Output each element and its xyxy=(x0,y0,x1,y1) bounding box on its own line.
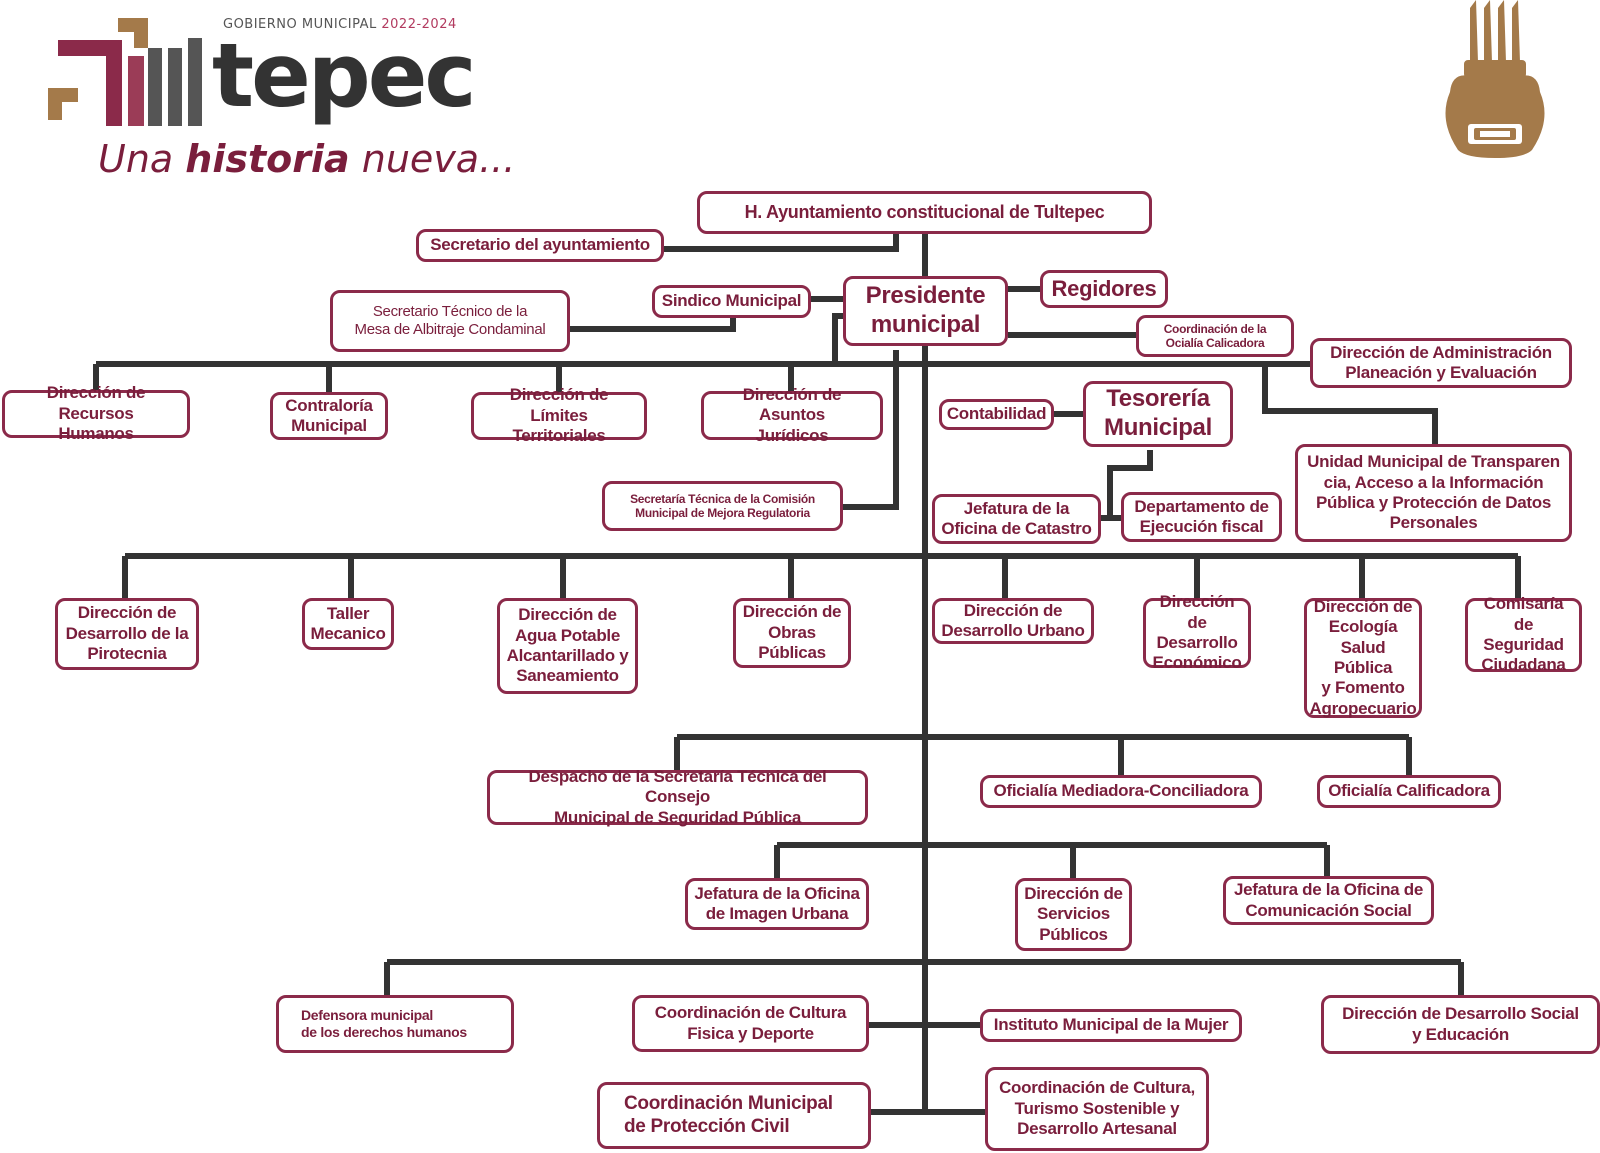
node-catastro-label: Jefatura de la Oficina de Catastro xyxy=(941,498,1092,538)
node-proteccion-civil-label: Coordinación Municipal de Protección Civ… xyxy=(624,1092,833,1137)
node-proteccion-civil[interactable]: Coordinación Municipal de Protección Civ… xyxy=(597,1082,871,1149)
node-instituto-mujer[interactable]: Instituto Municipal de la Mujer xyxy=(980,1009,1242,1042)
node-imagen-urbana[interactable]: Jefatura de la Oficina de Imagen Urbana xyxy=(685,878,869,930)
node-ayuntamiento[interactable]: H. Ayuntamiento constitucional de Tultep… xyxy=(697,191,1152,234)
node-imagen-urbana-label: Jefatura de la Oficina de Imagen Urbana xyxy=(694,883,860,923)
node-defensora-derechos-humanos[interactable]: Defensora municipal de los derechos huma… xyxy=(276,995,514,1053)
node-ecologia-label: Dirección de Ecología Salud Pública y Fo… xyxy=(1309,596,1417,718)
node-secretario-tecnico-mesa-label: Secretario Técnico de la Mesa de Albitra… xyxy=(354,303,546,338)
node-presidente-label: Presidente municipal xyxy=(865,282,986,338)
node-transparencia[interactable]: Unidad Municipal de Transparen cia, Acce… xyxy=(1295,444,1572,542)
node-secretario-ayuntamiento[interactable]: Secretario del ayuntamiento xyxy=(416,229,664,262)
node-coordinacion-oficialia[interactable]: Coordinación de la Ocialía Calicadora xyxy=(1136,315,1294,357)
node-direccion-administracion-label: Dirección de Administración Planeación y… xyxy=(1330,342,1552,382)
government-years: 2022-2024 xyxy=(381,17,457,32)
node-agua-potable[interactable]: Dirección de Agua Potable Alcantarillado… xyxy=(497,598,638,694)
node-defensora-label: Defensora municipal de los derechos huma… xyxy=(301,1007,467,1040)
logo-word: tepec xyxy=(212,24,477,127)
node-comisaria-label: Comisaría de Seguridad Ciudadana xyxy=(1481,594,1566,675)
node-cultura-turismo[interactable]: Coordinación de Cultura, Turismo Sosteni… xyxy=(985,1067,1209,1151)
node-contabilidad-label: Contabilidad xyxy=(946,404,1047,424)
node-oficialia-calificadora[interactable]: Oficialía Calificadora xyxy=(1317,775,1501,808)
node-limites-territoriales[interactable]: Dirección de Límites Territoriales xyxy=(471,385,647,445)
government-period: GOBIERNO MUNICIPAL 2022-2024 xyxy=(223,17,457,32)
node-catastro[interactable]: Jefatura de la Oficina de Catastro xyxy=(932,494,1101,544)
node-servicios-publicos[interactable]: Dirección de Servicios Públicos xyxy=(1015,878,1132,951)
node-ejecucion-fiscal-label: Departamento de Ejecución fiscal xyxy=(1134,496,1269,536)
node-recursos-humanos[interactable]: Dirección de Recursos Humanos xyxy=(2,383,190,443)
node-desarrollo-social[interactable]: Dirección de Desarrollo Social y Educaci… xyxy=(1321,995,1600,1054)
node-cultura-turismo-label: Coordinación de Cultura, Turismo Sosteni… xyxy=(999,1078,1195,1139)
tagline-bold: historia xyxy=(185,137,350,181)
node-mejora-regulatoria-label: Secretaría Técnica de la Comisión Munici… xyxy=(630,491,815,520)
node-ayuntamiento-label: H. Ayuntamiento constitucional de Tultep… xyxy=(744,201,1105,222)
node-direccion-administracion[interactable]: Dirección de Administración Planeación y… xyxy=(1310,338,1572,388)
node-sindico-label: Sindico Municipal xyxy=(661,291,802,311)
node-secretario-tecnico-mesa[interactable]: Secretario Técnico de la Mesa de Albitra… xyxy=(330,290,570,352)
node-taller-label: Taller Mecanico xyxy=(310,603,386,643)
node-comunicacion-social[interactable]: Jefatura de la Oficina de Comunicación S… xyxy=(1223,876,1434,925)
node-desarrollo-urbano[interactable]: Dirección de Desarrollo Urbano xyxy=(932,598,1094,644)
tagline-post: nueva... xyxy=(361,137,516,181)
node-juridicos-label: Dirección de Asuntos Jurídicos xyxy=(742,384,842,445)
node-contraloria-label: Contraloría Municipal xyxy=(285,395,373,435)
node-pirotecnia[interactable]: Dirección de Desarrollo de la Pirotecnia xyxy=(55,598,199,670)
node-contabilidad[interactable]: Contabilidad xyxy=(939,399,1054,430)
node-seguridad-publica[interactable]: Despacho de la Secretaría Técnica del Co… xyxy=(487,766,868,827)
node-obras-publicas[interactable]: Dirección de Obras Públicas xyxy=(733,598,851,668)
node-tesoreria-label: Tesorería Municipal xyxy=(1104,385,1212,441)
node-taller-mecanico[interactable]: Taller Mecanico xyxy=(302,598,394,650)
node-transparencia-label: Unidad Municipal de Transparen cia, Acce… xyxy=(1307,452,1560,533)
tagline-pre: Una xyxy=(98,137,174,181)
node-regidores-label: Regidores xyxy=(1051,275,1157,301)
node-economico-label: Dirección de Desarrollo Económico xyxy=(1152,592,1242,673)
node-mejora-regulatoria[interactable]: Secretaría Técnica de la Comisión Munici… xyxy=(602,481,843,531)
node-desarrollo-economico[interactable]: Dirección de Desarrollo Económico xyxy=(1143,592,1251,672)
node-ecologia[interactable]: Dirección de Ecología Salud Pública y Fo… xyxy=(1304,596,1422,718)
node-urbano-label: Dirección de Desarrollo Urbano xyxy=(941,600,1085,640)
tultepec-logo-mark xyxy=(48,18,202,126)
node-coordinacion-oficialia-label: Coordinación de la Ocialía Calicadora xyxy=(1163,321,1267,350)
node-ejecucion-fiscal[interactable]: Departamento de Ejecución fiscal xyxy=(1121,492,1282,542)
node-comisaria-seguridad[interactable]: Comisaría de Seguridad Ciudadana xyxy=(1465,594,1582,674)
node-agua-label: Dirección de Agua Potable Alcantarillado… xyxy=(506,605,629,686)
government-label: GOBIERNO MUNICIPAL xyxy=(223,17,377,32)
node-pirotecnia-label: Dirección de Desarrollo de la Pirotecnia xyxy=(65,603,189,664)
node-presidente-municipal[interactable]: Presidente municipal xyxy=(843,276,1008,346)
node-comunicacion-label: Jefatura de la Oficina de Comunicación S… xyxy=(1233,880,1423,920)
node-mediadora-label: Oficialía Mediadora-Conciliadora xyxy=(993,781,1249,801)
node-seguridad-publica-label: Despacho de la Secretaría Técnica del Co… xyxy=(528,766,827,827)
node-servicios-label: Dirección de Servicios Públicos xyxy=(1024,883,1123,944)
node-asuntos-juridicos[interactable]: Dirección de Asuntos Jurídicos xyxy=(701,385,883,445)
node-limites-label: Dirección de Límites Territoriales xyxy=(509,385,609,446)
node-obras-label: Dirección de Obras Públicas xyxy=(742,602,842,663)
node-secretario-label: Secretario del ayuntamiento xyxy=(430,235,650,255)
node-cultura-fisica-label: Coordinación de Cultura Fisica y Deporte xyxy=(654,1003,847,1043)
node-regidores[interactable]: Regidores xyxy=(1040,270,1168,308)
node-recursos-humanos-label: Dirección de Recursos Humanos xyxy=(46,383,146,444)
tagline: Una historia nueva... xyxy=(98,140,515,178)
node-contraloria[interactable]: Contraloría Municipal xyxy=(270,392,388,440)
node-sindico-municipal[interactable]: Sindico Municipal xyxy=(652,285,811,318)
node-cultura-fisica-deporte[interactable]: Coordinación de Cultura Fisica y Deporte xyxy=(632,995,869,1052)
tultepec-emblem-icon xyxy=(1445,0,1545,158)
node-oficialia-mediadora[interactable]: Oficialía Mediadora-Conciliadora xyxy=(980,775,1262,808)
node-calificadora-label: Oficialía Calificadora xyxy=(1328,781,1490,801)
node-mujer-label: Instituto Municipal de la Mujer xyxy=(993,1015,1229,1035)
node-tesoreria-municipal[interactable]: Tesorería Municipal xyxy=(1083,381,1233,447)
node-desarrollo-social-label: Dirección de Desarrollo Social y Educaci… xyxy=(1342,1004,1579,1044)
